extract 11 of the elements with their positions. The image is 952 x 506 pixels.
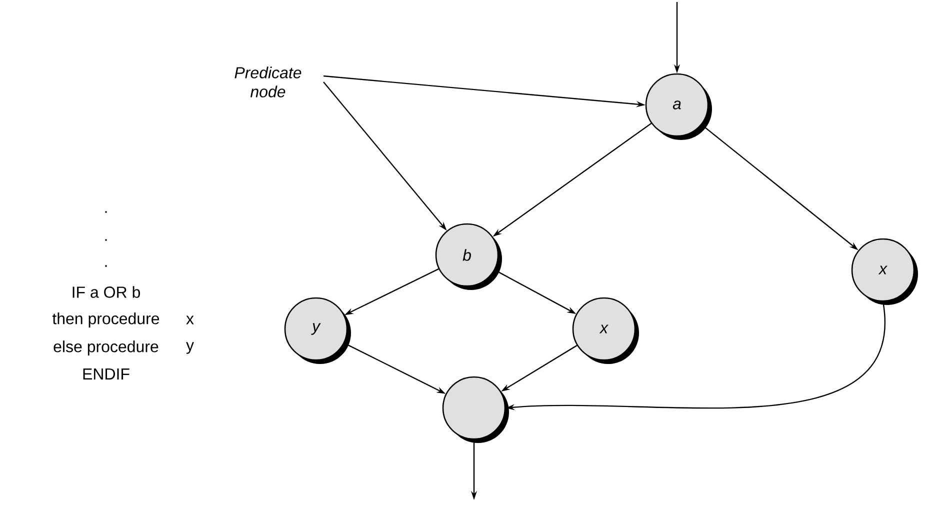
code-dot: . bbox=[105, 265, 107, 267]
code-line: x bbox=[186, 316, 194, 324]
callout-text: Predicate node bbox=[234, 66, 302, 98]
code-line: ENDIF bbox=[83, 368, 130, 380]
code-line: else procedure bbox=[54, 340, 158, 356]
code-line: then procedure bbox=[52, 312, 160, 328]
code-dot: . bbox=[105, 211, 107, 213]
code-line: y bbox=[186, 342, 194, 354]
flow-node-circle bbox=[442, 376, 509, 443]
code-line: IF a OR b bbox=[72, 286, 140, 298]
code-dot: . bbox=[105, 239, 107, 241]
